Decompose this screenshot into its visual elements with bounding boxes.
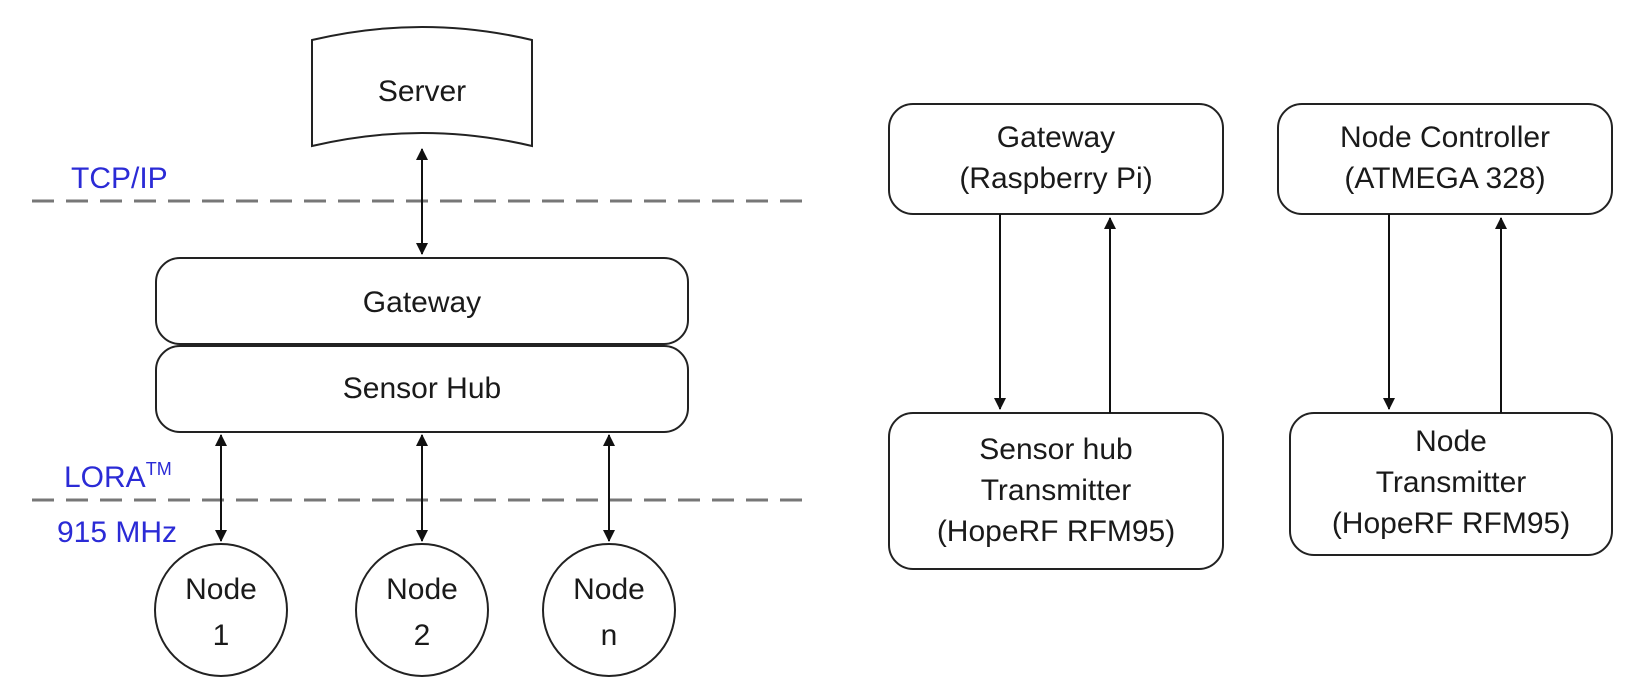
node-1-number: 1 [213, 619, 230, 652]
gateway-box: Gateway [155, 257, 689, 345]
gateway-raspberry-pi-box: Gateway (Raspberry Pi) [888, 103, 1224, 215]
sensor-hub-transmitter-box: Sensor hub Transmitter (HopeRF RFM95) [888, 412, 1224, 570]
sensor-hub-label: Sensor Hub [343, 372, 501, 405]
server-shape: Server [311, 26, 533, 148]
node-1-label: Node [185, 573, 257, 606]
node-controller-subtitle: (ATMEGA 328) [1344, 162, 1545, 195]
lora-label: LORATM [64, 459, 172, 494]
node-tx-line2: Transmitter [1376, 466, 1527, 499]
hub-tx-line1: Sensor hub [979, 433, 1132, 466]
frequency-label: 915 MHz [57, 516, 177, 549]
server-label: Server [378, 75, 466, 108]
node-tx-line3: (HopeRF RFM95) [1332, 507, 1570, 540]
node-n-label: Node [573, 573, 645, 606]
node-1: Node 1 [154, 543, 288, 677]
gateway-rpi-subtitle: (Raspberry Pi) [959, 162, 1152, 195]
hub-tx-line2: Transmitter [981, 474, 1132, 507]
node-2-label: Node [386, 573, 458, 606]
node-transmitter-box: Node Transmitter (HopeRF RFM95) [1289, 412, 1613, 556]
node-controller-box: Node Controller (ATMEGA 328) [1277, 103, 1613, 215]
gateway-label: Gateway [363, 286, 481, 319]
gateway-rpi-title: Gateway [997, 121, 1115, 154]
node-2: Node 2 [355, 543, 489, 677]
node-2-number: 2 [414, 619, 431, 652]
node-n-number: n [601, 619, 618, 652]
node-n: Node n [542, 543, 676, 677]
sensor-hub-box: Sensor Hub [155, 345, 689, 433]
tcpip-label: TCP/IP [71, 162, 168, 195]
node-tx-line1: Node [1415, 425, 1487, 458]
node-controller-title: Node Controller [1340, 121, 1550, 154]
hub-tx-line3: (HopeRF RFM95) [937, 515, 1175, 548]
